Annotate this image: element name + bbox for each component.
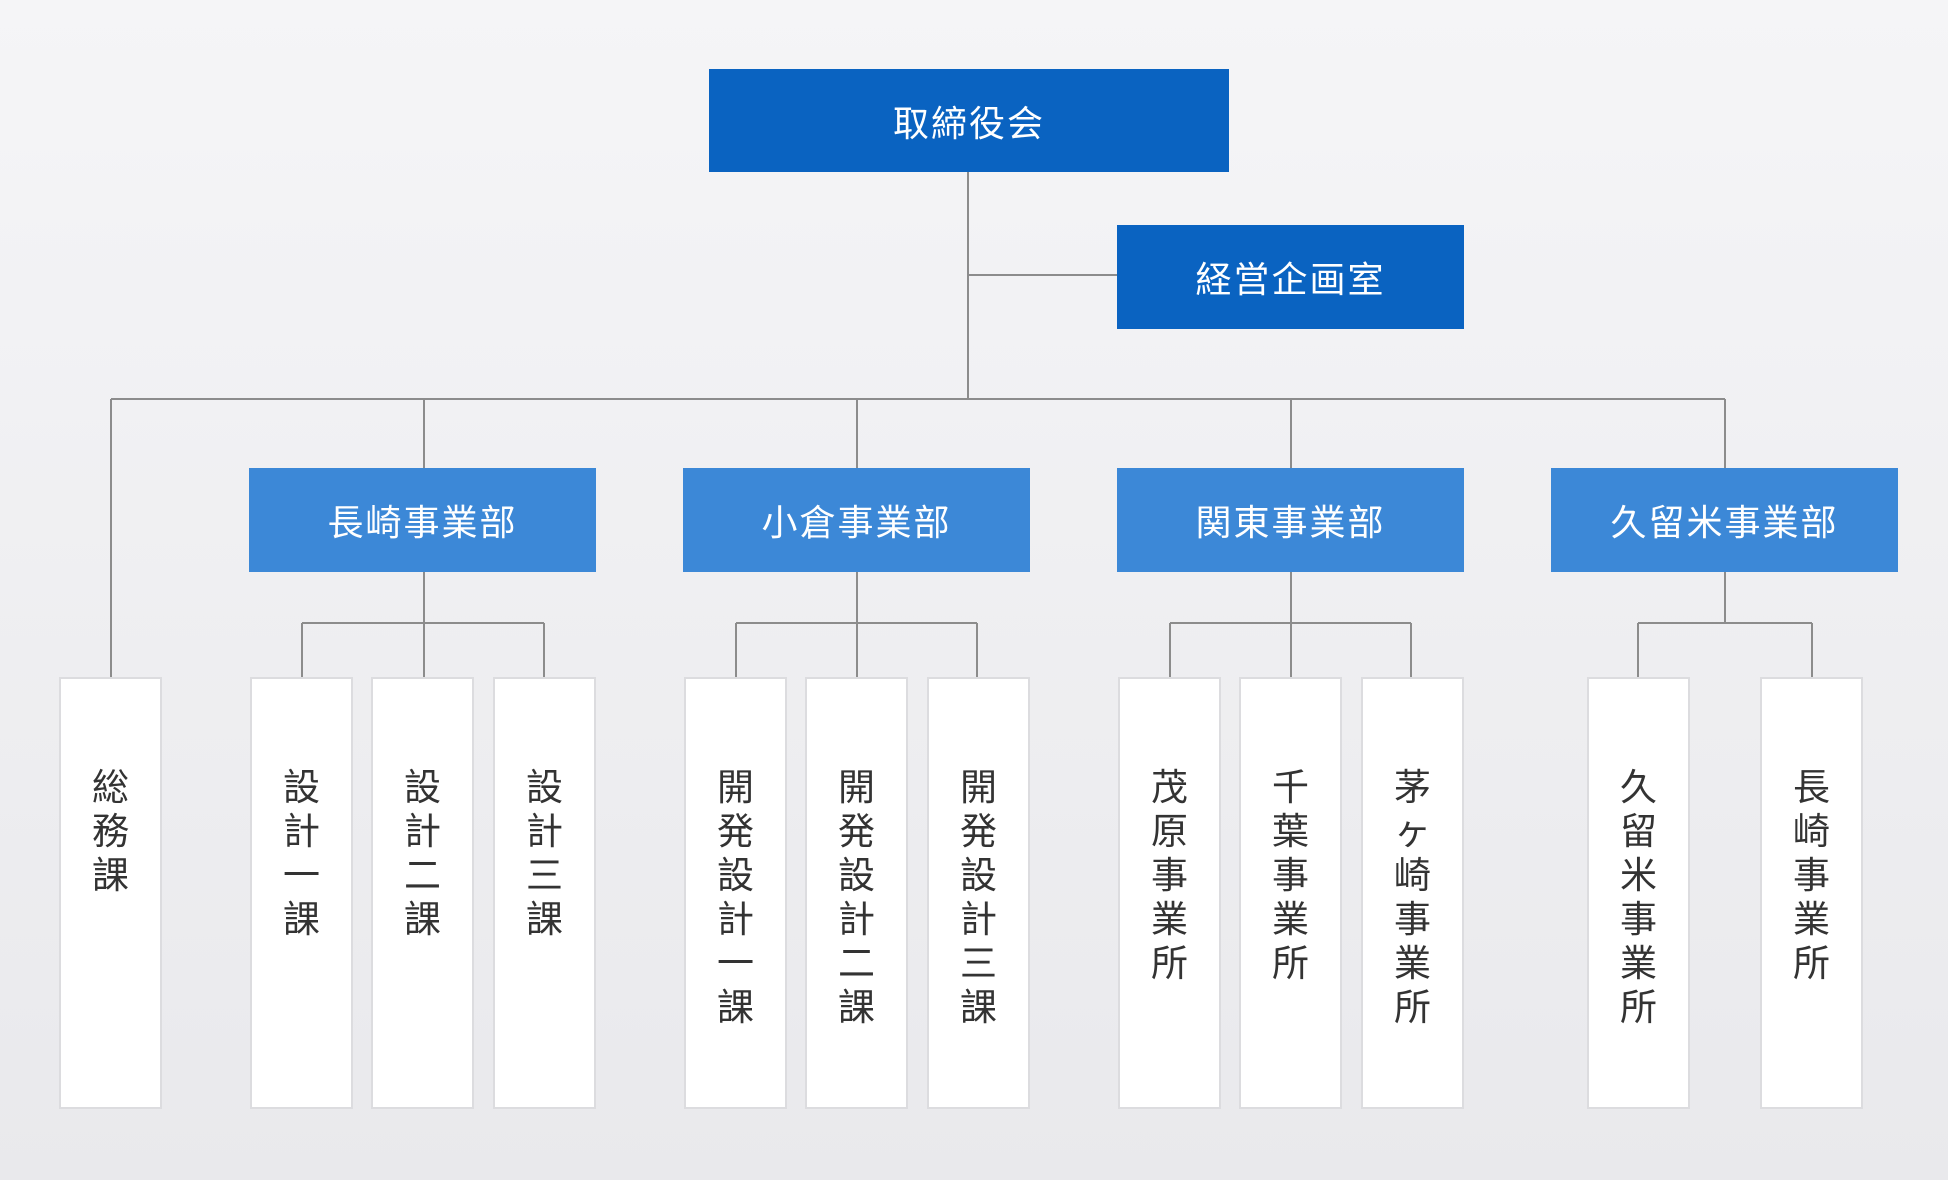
board-box: 取締役会 (709, 69, 1229, 172)
section-label: 設計二課 (404, 766, 441, 941)
section-label: 開発設計一課 (717, 766, 754, 1029)
division-label: 関東事業部 (1195, 503, 1386, 544)
section-nagasaki-office: 長崎事業所 (1760, 677, 1863, 1109)
section-dev-design-3: 開発設計三課 (927, 677, 1030, 1109)
section-label: 開発設計三課 (960, 766, 997, 1029)
section-general-affairs: 総務課 (59, 677, 162, 1109)
planning-office-box: 経営企画室 (1117, 225, 1464, 329)
section-mobara-office: 茂原事業所 (1118, 677, 1221, 1109)
section-chigasaki-office: 茅ヶ崎事業所 (1361, 677, 1464, 1109)
section-design-1: 設計一課 (250, 677, 353, 1109)
board-label: 取締役会 (892, 103, 1045, 145)
division-kanto: 関東事業部 (1117, 468, 1464, 572)
section-design-3: 設計三課 (493, 677, 596, 1109)
division-label: 久留米事業部 (1610, 503, 1839, 544)
section-dev-design-2: 開発設計二課 (805, 677, 908, 1109)
division-label: 長崎事業部 (327, 503, 518, 544)
division-label: 小倉事業部 (761, 503, 952, 544)
section-label: 茅ヶ崎事業所 (1394, 766, 1431, 1029)
section-label: 千葉事業所 (1272, 766, 1309, 985)
section-label: 開発設計二課 (838, 766, 875, 1029)
planning-office-label: 経営企画室 (1195, 260, 1386, 301)
division-kurume: 久留米事業部 (1551, 468, 1898, 572)
section-dev-design-1: 開発設計一課 (684, 677, 787, 1109)
section-chiba-office: 千葉事業所 (1239, 677, 1342, 1109)
section-label: 長崎事業所 (1793, 766, 1830, 985)
section-label: 茂原事業所 (1151, 766, 1188, 985)
division-nagasaki: 長崎事業部 (249, 468, 596, 572)
section-label: 久留米事業所 (1620, 766, 1657, 1029)
section-kurume-office: 久留米事業所 (1587, 677, 1690, 1109)
division-kokura: 小倉事業部 (683, 468, 1030, 572)
section-label: 総務課 (92, 766, 129, 897)
section-label: 設計一課 (283, 766, 320, 941)
section-design-2: 設計二課 (371, 677, 474, 1109)
section-label: 設計三課 (526, 766, 563, 941)
